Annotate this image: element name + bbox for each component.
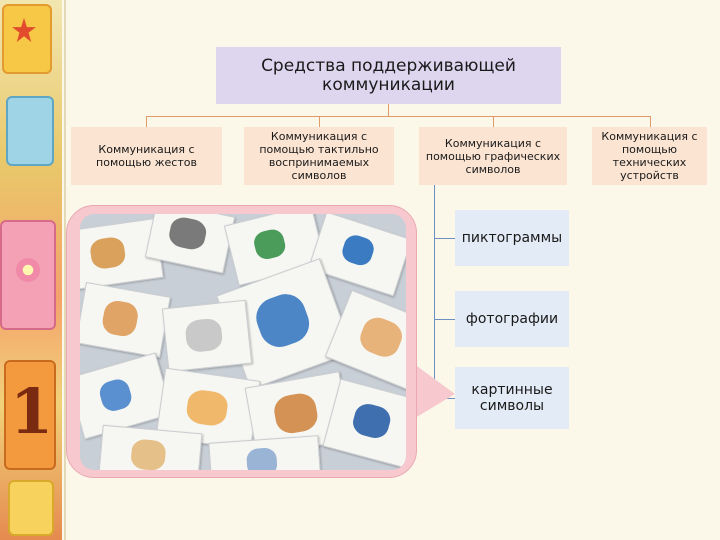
diagram-title: Средства поддерживающей коммуникации xyxy=(216,47,561,104)
connector xyxy=(493,116,494,127)
toy-block xyxy=(6,96,54,166)
graphic-symbol-photos: фотографии xyxy=(455,291,569,347)
graphic-symbol-label: фотографии xyxy=(466,311,558,327)
digit-one-decoration: 1 xyxy=(10,375,53,448)
picture-card xyxy=(162,300,252,372)
toy-block xyxy=(2,4,52,74)
category-label: Коммуникация с помощью жестов xyxy=(75,143,218,169)
connector xyxy=(434,319,455,320)
connector xyxy=(388,104,389,116)
picture-card xyxy=(98,425,203,470)
category-gestures: Коммуникация с помощью жестов xyxy=(71,127,222,185)
category-label: Коммуникация с помощью тактильно восприн… xyxy=(248,130,390,182)
category-technical-devices: Коммуникация с помощью технических устро… xyxy=(592,127,707,185)
connector xyxy=(434,238,455,239)
connector xyxy=(319,116,320,127)
graphic-symbol-label: картинные символы xyxy=(455,382,569,414)
decorative-toy-blocks: 1 xyxy=(0,0,62,540)
category-label: Коммуникация с помощью графических симво… xyxy=(423,137,563,176)
graphic-symbol-pictograms: пиктограммы xyxy=(455,210,569,266)
flower-icon xyxy=(16,258,40,282)
connector xyxy=(650,116,651,127)
graphic-symbol-label: пиктограммы xyxy=(462,230,562,246)
category-label: Коммуникация с помощью технических устро… xyxy=(596,130,703,182)
diagram-title-text: Средства поддерживающей коммуникации xyxy=(216,57,561,95)
picture-cards-photo xyxy=(80,214,406,470)
connector xyxy=(434,185,435,398)
toy-block xyxy=(8,480,54,536)
category-tactile-symbols: Коммуникация с помощью тактильно восприн… xyxy=(244,127,394,185)
picture-card xyxy=(80,282,171,358)
category-graphic-symbols: Коммуникация с помощью графических симво… xyxy=(419,127,567,185)
connector xyxy=(146,116,147,127)
connector xyxy=(146,116,650,117)
graphic-symbol-picture-symbols: картинные символы xyxy=(455,367,569,429)
